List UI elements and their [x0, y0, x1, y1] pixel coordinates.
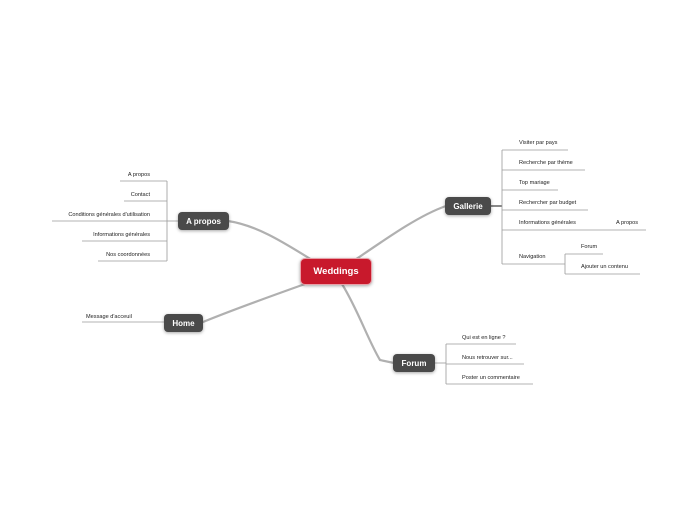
- leaf-a-propos[interactable]: A propos: [127, 172, 150, 178]
- central-node-label: Weddings: [313, 266, 359, 277]
- topic-label: Home: [172, 318, 195, 328]
- connector-apropos: [226, 219, 314, 262]
- topic-node-gallerie[interactable]: Gallerie: [445, 197, 491, 215]
- central-node-weddings[interactable]: Weddings: [300, 258, 372, 285]
- leaf-navigation-forum[interactable]: Forum: [581, 244, 598, 250]
- topic-node-apropos[interactable]: A propos: [178, 212, 229, 230]
- leaf-nous-retrouver-sur[interactable]: Nous retrouver sur...: [462, 355, 513, 361]
- leaf-contact[interactable]: Contact: [130, 192, 150, 198]
- leaf-ajouter-un-contenu[interactable]: Ajouter un contenu: [581, 264, 628, 270]
- leaf-rechercher-par-budget[interactable]: Rechercher par budget: [519, 200, 577, 206]
- leaf-recherche-par-theme[interactable]: Recherche par thème: [519, 160, 573, 166]
- connector-home: [201, 282, 307, 324]
- leaf-informations-generales[interactable]: Informations générales: [519, 220, 576, 226]
- topic-label: Gallerie: [453, 201, 483, 211]
- leaf-informations-generales-apropos[interactable]: Informations générales: [93, 232, 150, 238]
- leaf-conditions-generales[interactable]: Conditions générales d'utilisation: [68, 212, 150, 218]
- connector-gallerie: [350, 204, 448, 264]
- leaf-navigation[interactable]: Navigation: [519, 254, 546, 260]
- leaf-visiter-par-pays[interactable]: Visiter par pays: [519, 140, 558, 146]
- topic-node-forum[interactable]: Forum: [393, 354, 435, 372]
- leaf-poster-un-commentaire[interactable]: Poster un commentaire: [462, 375, 520, 381]
- leaf-top-mariage[interactable]: Top mariage: [519, 180, 550, 186]
- leaf-message-accueil[interactable]: Message d'acceuil: [86, 314, 132, 320]
- leaf-qui-est-en-ligne[interactable]: Qui est en ligne ?: [462, 335, 506, 341]
- leaf-a-propos-sub[interactable]: A propos: [616, 220, 639, 226]
- topic-label: A propos: [186, 216, 221, 226]
- leaf-nos-coordonnees[interactable]: Nos coordonnées: [106, 252, 150, 258]
- topic-node-home[interactable]: Home: [164, 314, 203, 332]
- connector-forum: [340, 282, 396, 365]
- topic-label: Forum: [401, 358, 427, 368]
